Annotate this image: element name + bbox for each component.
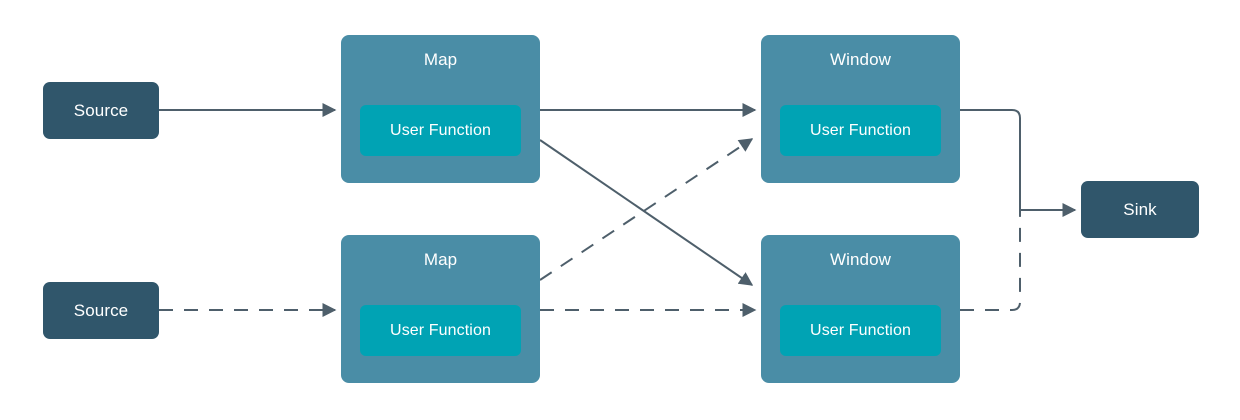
node-window-top-title: Window <box>829 50 892 69</box>
node-source-bottom-label: Source <box>73 301 129 320</box>
node-window-bottom[interactable]: Window User Function <box>761 235 960 383</box>
node-map-bottom-title: Map <box>423 250 458 269</box>
node-sink-label: Sink <box>1123 200 1157 219</box>
edge-map-top-to-window-bottom <box>539 139 754 286</box>
node-window-bottom-title: Window <box>829 250 892 269</box>
node-sink[interactable]: Sink <box>1081 181 1199 238</box>
node-map-top-user-function-label: User Function <box>390 121 491 139</box>
edge-window-bottom-to-sink <box>960 210 1021 311</box>
node-window-top[interactable]: Window User Function <box>761 35 960 183</box>
node-map-bottom-user-function[interactable]: User Function <box>360 305 521 356</box>
node-window-bottom-user-function[interactable]: User Function <box>780 305 941 356</box>
edge-window-top-to-sink <box>960 109 1021 210</box>
node-window-top-user-function-label: User Function <box>810 121 911 139</box>
node-map-top-user-function[interactable]: User Function <box>360 105 521 156</box>
node-map-top[interactable]: Map User Function <box>341 35 540 183</box>
node-window-top-user-function[interactable]: User Function <box>780 105 941 156</box>
node-map-top-title: Map <box>423 50 458 69</box>
edge-map-bottom-to-window-top <box>539 138 754 281</box>
node-window-bottom-user-function-label: User Function <box>810 321 911 339</box>
node-map-bottom-user-function-label: User Function <box>390 321 491 339</box>
node-source-top[interactable]: Source <box>43 82 159 139</box>
node-map-bottom[interactable]: Map User Function <box>341 235 540 383</box>
node-source-top-label: Source <box>73 101 129 120</box>
node-source-bottom[interactable]: Source <box>43 282 159 339</box>
